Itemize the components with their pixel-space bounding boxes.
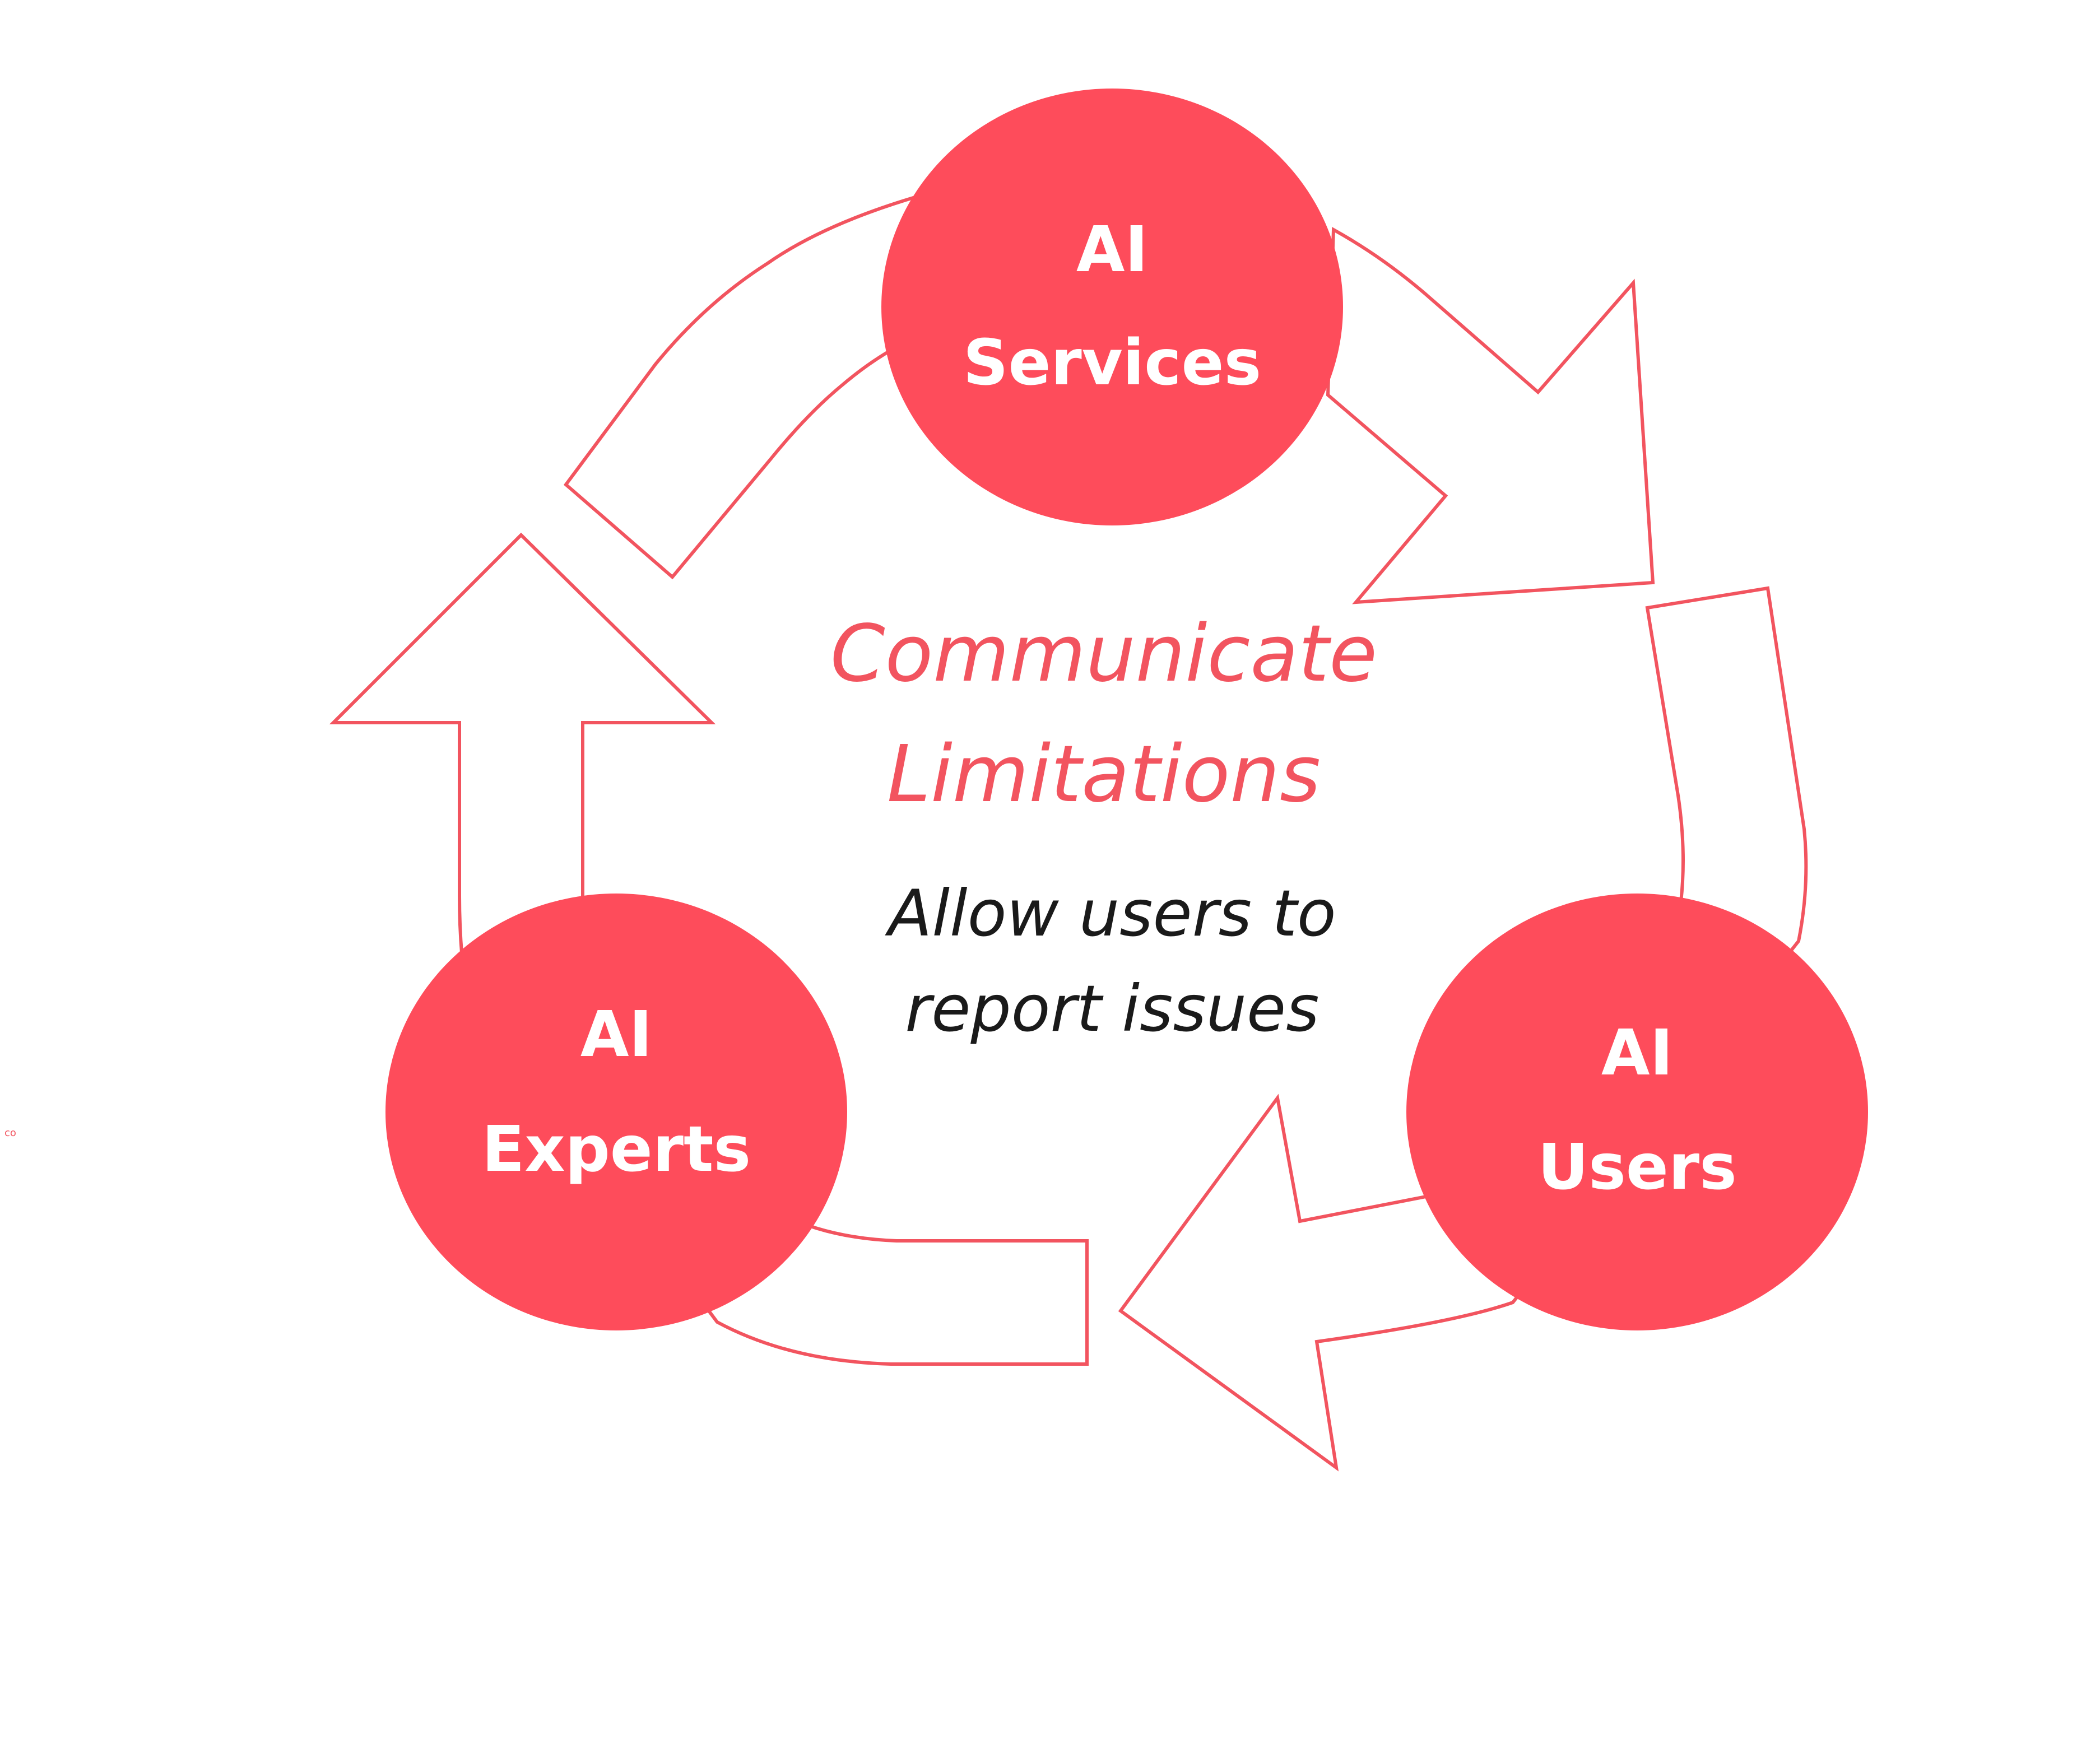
- center-description-line1: Allow users to: [884, 876, 1336, 951]
- arrow-services-to-users: [1326, 226, 1655, 604]
- node-ai-services: AI Services: [881, 89, 1343, 525]
- node-ai-services-circle: [881, 89, 1343, 525]
- arrow-experts-to-services: [329, 532, 1089, 1366]
- node-ai-users-label-line1: AI: [1601, 1017, 1673, 1090]
- node-ai-experts-label-line2: Experts: [482, 1113, 751, 1186]
- node-ai-users-label-line2: Users: [1537, 1131, 1736, 1204]
- node-ai-users: AI Users: [1406, 894, 1868, 1330]
- node-ai-experts: AI Experts: [385, 894, 847, 1330]
- node-ai-users-circle: [1406, 894, 1868, 1330]
- center-title-line1: Communicate: [830, 608, 1377, 700]
- side-label: co: [4, 1127, 16, 1139]
- center-title-line2: Limitations: [887, 729, 1321, 820]
- arrow-arc-upper-left: [563, 193, 921, 580]
- node-ai-services-label-line2: Services: [963, 327, 1261, 399]
- center-description-line2: report issues: [905, 971, 1319, 1046]
- node-ai-experts-circle: [385, 894, 847, 1330]
- node-ai-experts-label-line1: AI: [580, 998, 652, 1071]
- node-ai-services-label-line1: AI: [1076, 213, 1148, 286]
